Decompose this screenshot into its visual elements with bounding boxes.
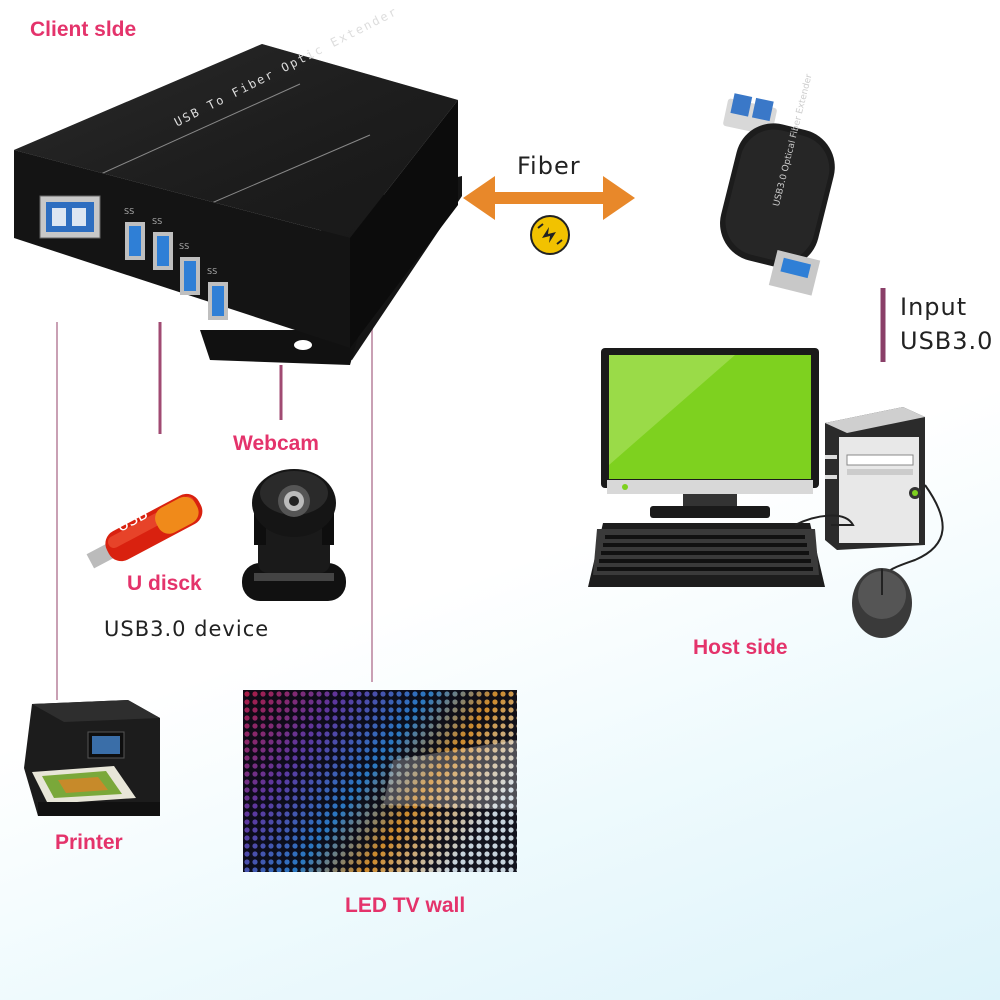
usb-flash-drive-icon [86,493,203,569]
usb-fiber-extender-device [14,44,462,365]
tower-pc-icon [825,407,925,550]
lightning-exchange-icon [530,215,570,255]
input-label-line2: USB3.0 [900,327,994,355]
monitor-icon [601,348,819,518]
keyboard-icon [588,523,825,587]
input-label-line1: Input [900,293,968,321]
u-disk-label: U disck [127,572,202,595]
webcam-label: Webcam [233,432,319,455]
client-side-label: Client slde [30,18,137,41]
led-wall-image [243,690,517,872]
usb-fiber-dongle [720,93,835,296]
usb-port-4-icon [208,282,228,320]
sfp-port-icon [39,195,101,239]
port-badge-4: SS [207,267,218,276]
usb-port-3-icon [180,257,200,295]
input-usb-label: Input USB3.0 [900,290,993,358]
fiber-double-arrow-icon [463,176,635,220]
printer-label: Printer [55,831,123,854]
mouse-icon [852,568,912,638]
usb-port-2-icon [153,232,173,270]
host-side-label: Host side [693,636,788,659]
fiber-label: Fiber [517,152,581,180]
printer-icon [24,700,160,816]
usb-device-label: USB3.0 device [104,617,270,641]
port-badge-1: SS [124,207,135,216]
port-badge-2: SS [152,217,163,226]
usb-port-1-icon [125,222,145,260]
led-wall-label: LED TV wall [345,894,466,917]
webcam-icon [242,469,346,601]
port-badge-3: SS [179,242,190,251]
host-computer [588,348,944,638]
